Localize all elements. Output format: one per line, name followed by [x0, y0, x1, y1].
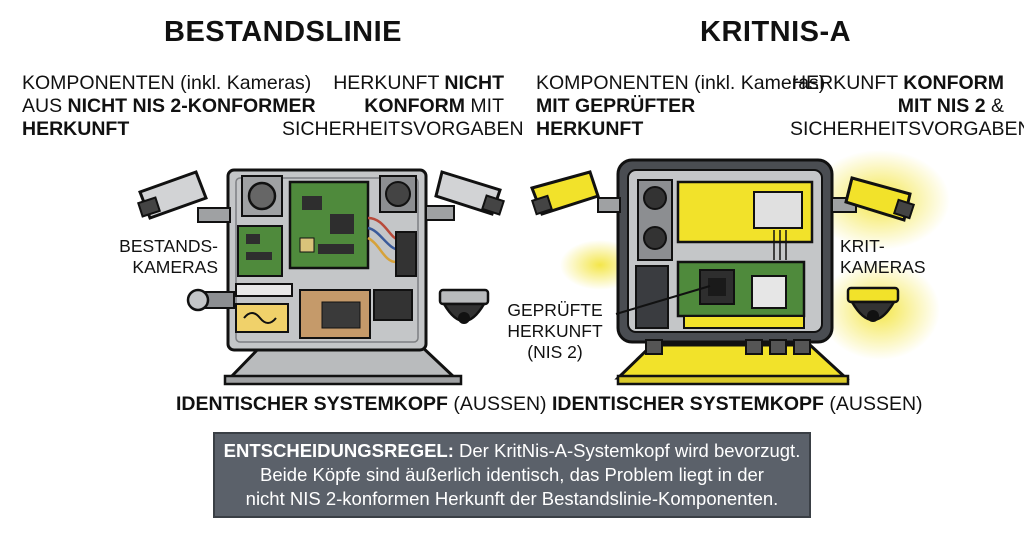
verified-origin-label: GEPRÜFTE HERKUNFT (NIS 2)	[500, 300, 610, 363]
left-origin-line1-bold: NICHT	[444, 72, 504, 94]
left-origin-text: HERKUNFT NICHT KONFORM MIT SICHERHEITSVO…	[282, 72, 524, 141]
left-origin-line2-bold: KONFORM	[364, 95, 465, 117]
left-system-head	[137, 168, 505, 386]
left-origin-line2-post: MIT	[465, 95, 504, 117]
left-small-pcb	[237, 225, 283, 277]
decision-rule-line1: Der KritNis-A-Systemkopf wird bevorzugt.	[453, 440, 801, 461]
left-title: BESTANDSLINIE	[164, 16, 402, 48]
left-components-text: KOMPONENTEN (inkl. Kameras) AUS NICHT NI…	[22, 72, 316, 141]
left-dome-camera	[438, 288, 490, 324]
right-origin-line3: SICHERHEITSVORGABEN	[790, 118, 1024, 140]
decision-rule-label: ENTSCHEIDUNGSREGEL:	[223, 440, 454, 461]
left-camera-label-line1: BESTANDS-	[119, 236, 218, 256]
verified-origin-line3: (NIS 2)	[527, 342, 583, 362]
right-origin-text: HERKUNFT KONFORM MIT NIS 2 & SICHERHEITS…	[790, 72, 1024, 141]
left-origin-line3: SICHERHEITSVORGABEN	[282, 118, 524, 140]
right-camera-right	[831, 176, 916, 222]
right-origin-line2-bold: MIT NIS 2	[897, 95, 986, 117]
right-caption: IDENTISCHER SYSTEMKOPF (AUSSEN)	[552, 393, 923, 416]
decision-rule-box: ENTSCHEIDUNGSREGEL: Der KritNis-A-System…	[213, 432, 811, 518]
right-components-text: KOMPONENTEN (inkl. Kameras) MIT GEPRÜFTE…	[536, 72, 825, 141]
right-system-head	[530, 150, 950, 386]
left-yellow-module	[235, 303, 289, 333]
right-origin-line1-bold: KONFORM	[903, 72, 1004, 94]
left-caption-post: (AUSSEN)	[447, 393, 547, 415]
right-origin-line2-post: &	[985, 95, 1004, 117]
right-title: KRITNIS-A	[700, 16, 852, 48]
verified-pointer-line	[615, 285, 711, 315]
verified-origin-line1: GEPRÜFTE	[507, 300, 603, 320]
left-components-line2-bold: NICHT NIS 2-KONFORMER	[67, 95, 316, 117]
left-camera-top	[137, 170, 231, 223]
left-camera-label-line2: KAMERAS	[132, 257, 218, 277]
left-camera-right	[425, 170, 505, 221]
right-camera-label: KRIT- KAMERAS	[840, 236, 930, 278]
right-components-line3-bold: HERKUNFT	[536, 118, 644, 140]
left-camera-label: BESTANDS- KAMERAS	[118, 236, 218, 278]
left-caption: IDENTISCHER SYSTEMKOPF (AUSSEN)	[176, 393, 547, 416]
right-camera-label-line2: KAMERAS	[840, 257, 926, 277]
right-cable-glands	[645, 339, 811, 355]
left-components-line1: KOMPONENTEN (inkl. Kameras)	[22, 72, 312, 94]
left-main-pcb	[288, 180, 370, 270]
right-origin-line1-pre: HERKUNFT	[792, 72, 904, 94]
decision-rule-line3: nicht NIS 2-konformen Herkunft der Besta…	[245, 488, 779, 509]
right-components-line1: KOMPONENTEN (inkl. Kameras)	[536, 72, 826, 94]
verified-origin-line2: HERKUNFT	[507, 321, 603, 341]
decision-rule-line2: Beide Köpfe sind äußerlich identisch, da…	[260, 464, 764, 485]
right-camera-label-line1: KRIT-	[840, 236, 885, 256]
left-origin-line1-pre: HERKUNFT	[333, 72, 445, 94]
right-components-line2-bold: MIT GEPRÜFTER	[536, 95, 696, 117]
right-caption-bold: IDENTISCHER SYSTEMKOPF	[552, 393, 824, 415]
left-caption-bold: IDENTISCHER SYSTEMKOPF	[176, 393, 448, 415]
left-components-line3-bold: HERKUNFT	[22, 118, 130, 140]
left-components-line2-pre: AUS	[22, 95, 68, 117]
right-dome-camera	[846, 286, 900, 322]
right-caption-post: (AUSSEN)	[823, 393, 923, 415]
right-camera-left	[530, 170, 621, 216]
